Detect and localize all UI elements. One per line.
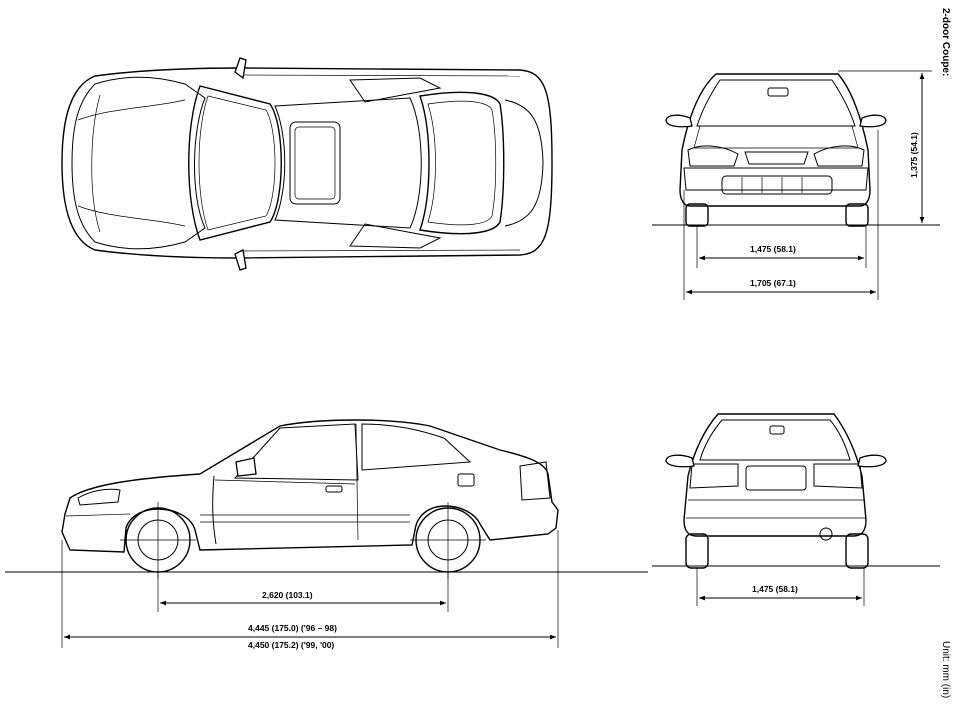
length-96-98-label: 4,445 (175.0) ('96 – 98) — [248, 623, 337, 633]
wheelbase-label: 2,620 (103.1) — [262, 590, 313, 600]
top-view-car — [61, 57, 553, 271]
front-dimensions: 1,375 (54.1) 1,475 (58.1) 1,705 (67.1) — [683, 70, 932, 300]
front-height-label: 1,375 (54.1) — [909, 132, 919, 178]
rear-track-label: 1,475 (58.1) — [752, 584, 798, 594]
rear-dimensions: 1,475 (58.1) — [696, 568, 865, 606]
rear-view-car — [665, 413, 887, 569]
side-view-car — [61, 419, 559, 578]
front-track-label: 1,475 (58.1) — [750, 244, 796, 254]
length-99-00-label: 4,450 (175.2) ('99, '00) — [248, 640, 334, 650]
front-view-car — [665, 73, 887, 227]
unit-label: Unit: mm (in) — [940, 641, 951, 698]
diagram-title: 2-door Coupe: — [940, 8, 951, 76]
side-dimensions: 2,620 (103.1) 4,445 (175.0) ('96 – 98) 4… — [61, 530, 559, 650]
overall-width-label: 1,705 (67.1) — [750, 278, 796, 288]
